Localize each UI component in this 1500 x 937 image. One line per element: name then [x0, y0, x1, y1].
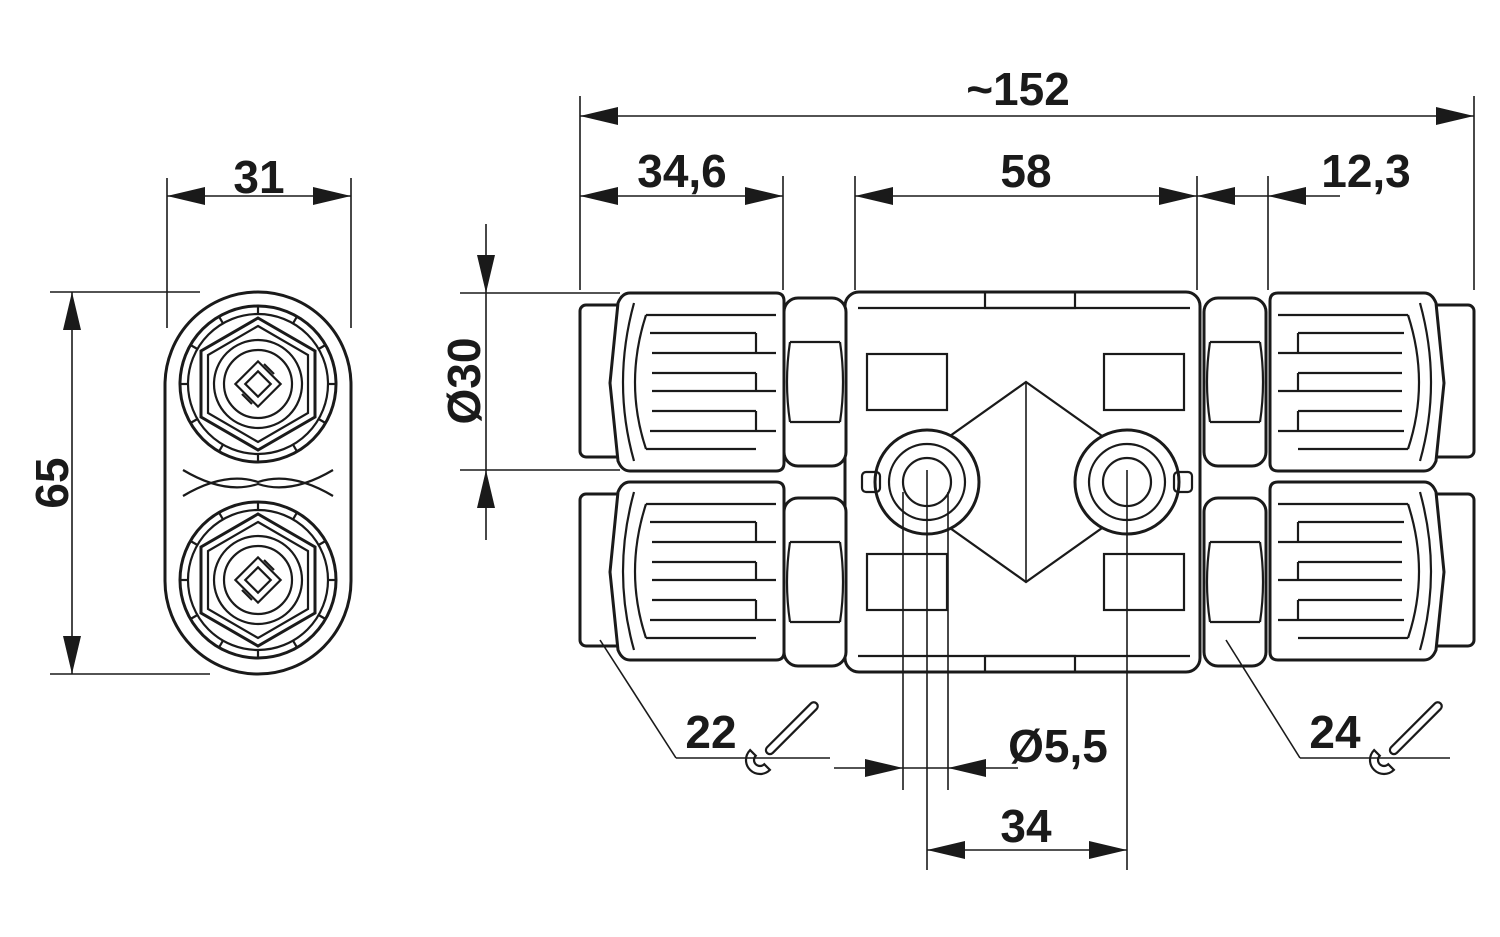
dim-hole-diameter: Ø5,5 — [1008, 720, 1108, 772]
end-view: 31 65 — [26, 151, 353, 676]
dim-overall-length: ~152 — [966, 63, 1070, 115]
wrench-size-left: 22 — [685, 706, 736, 758]
dim-body-diameter: Ø30 — [438, 338, 490, 425]
dim-width-31: 31 — [233, 151, 284, 203]
dim-center-section: 58 — [1000, 145, 1051, 197]
dim-right-section: 12,3 — [1321, 145, 1411, 197]
wrench-icon — [1368, 701, 1443, 776]
wrench-size-right: 24 — [1309, 706, 1361, 758]
wrench-icon — [744, 701, 819, 776]
dim-left-section: 34,6 — [637, 145, 727, 197]
front-view: ~152 34,6 58 12,3 Ø30 Ø5,5 — [438, 63, 1476, 870]
dim-height-65: 65 — [26, 457, 78, 508]
dim-hole-spacing: 34 — [1000, 800, 1052, 852]
